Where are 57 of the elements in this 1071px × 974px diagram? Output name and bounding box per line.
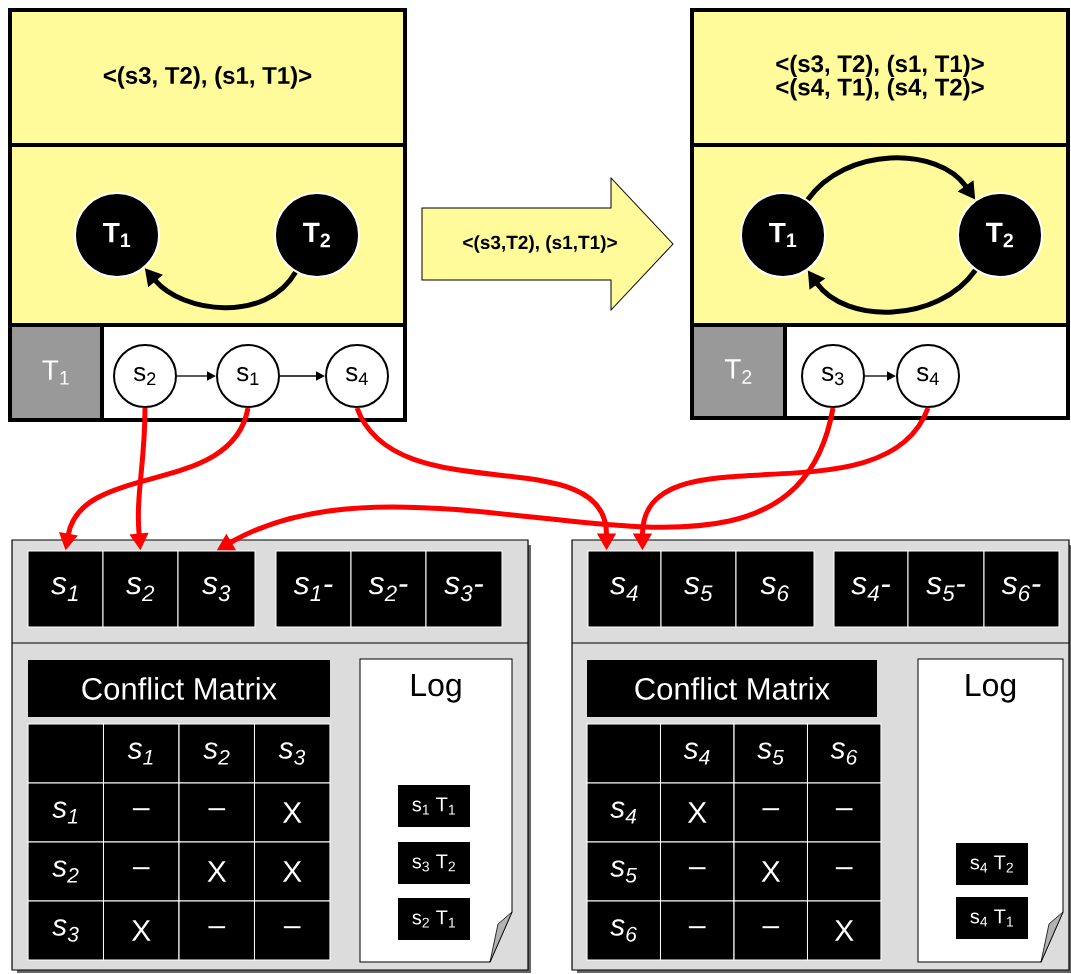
table-cell: – xyxy=(806,841,882,902)
arrow xyxy=(864,371,896,381)
slot-cell: s$_{4}$- xyxy=(833,550,909,628)
table-cell: s$_{1}$ xyxy=(102,723,180,784)
table-cell: – xyxy=(253,900,331,961)
table-cell: X xyxy=(733,841,809,902)
table-cell: – xyxy=(659,900,735,961)
table-cell: s$_{2}$ xyxy=(27,841,105,902)
header-box: <(s3, T2), (s1, T1)> <(s4, T1), (s4, T2)> xyxy=(690,8,1070,147)
table-cell: s$_{4}$ xyxy=(586,782,662,843)
table-heading: Conflict Matrix xyxy=(28,660,330,717)
table-cell: s$_{5}$ xyxy=(733,723,809,784)
slot-cell: s$_{4}$ xyxy=(587,550,662,628)
slot-cell: s$_{1}$- xyxy=(275,550,352,628)
table-cell: X xyxy=(102,900,180,961)
table-cell: s$_{3}$ xyxy=(27,900,105,961)
table-cell: X xyxy=(253,841,331,902)
table-heading: Conflict Matrix xyxy=(587,660,877,717)
table-cell: s$_{3}$ xyxy=(253,723,331,784)
slot-cell: s$_{2}$- xyxy=(350,550,427,628)
table-cell: – xyxy=(178,900,256,961)
table-cell: – xyxy=(102,782,180,843)
table-cell: s$_{1}$ xyxy=(27,782,105,843)
slot-cell: s$_{6}$ xyxy=(735,550,815,628)
transaction-label-box: T$_{2}$ xyxy=(690,323,787,420)
slot-cell: s$_{1}$ xyxy=(27,550,104,628)
log-entry: s$_{1}$ T$_{1}$ xyxy=(398,785,470,827)
slot-cell: s$_{2}$ xyxy=(102,550,179,628)
arrow xyxy=(279,371,325,381)
table-cell: s$_{6}$ xyxy=(586,900,662,961)
table-cell: s$_{6}$ xyxy=(806,723,882,784)
slot-cell: s$_{5}$ xyxy=(660,550,737,628)
table-cell: – xyxy=(178,782,256,843)
table-cell: s$_{2}$ xyxy=(178,723,256,784)
table-cell: – xyxy=(806,782,882,843)
slot-cell: s$_{3}$- xyxy=(425,550,503,628)
table-cell: X xyxy=(806,900,882,961)
table-cell: X xyxy=(253,782,331,843)
table-cell: – xyxy=(659,841,735,902)
table-cell: – xyxy=(733,782,809,843)
slot-cell: s$_{3}$ xyxy=(177,550,256,628)
log-entry: s$_{2}$ T$_{1}$ xyxy=(398,898,470,940)
table-cell: s$_{5}$ xyxy=(586,841,662,902)
table-cell: – xyxy=(733,900,809,961)
slot-cell: s$_{6}$- xyxy=(983,550,1060,628)
table-cell: s$_{4}$ xyxy=(659,723,735,784)
table-cell: X xyxy=(659,782,735,843)
table-cell: – xyxy=(102,841,180,902)
log-entry: s$_{4}$ T$_{2}$ xyxy=(956,843,1028,885)
slot-cell: s$_{5}$- xyxy=(907,550,985,628)
table-cell: X xyxy=(178,841,256,902)
log-entry: s$_{3}$ T$_{2}$ xyxy=(398,842,470,884)
arrow xyxy=(176,371,216,381)
transaction-label-box: T$_{1}$ xyxy=(8,323,104,422)
header-box: <(s3, T2), (s1, T1)> xyxy=(8,8,407,147)
edge-label: <(s3,T2), (s1,T1)> xyxy=(461,234,619,254)
log-entry: s$_{4}$ T$_{1}$ xyxy=(956,897,1028,939)
